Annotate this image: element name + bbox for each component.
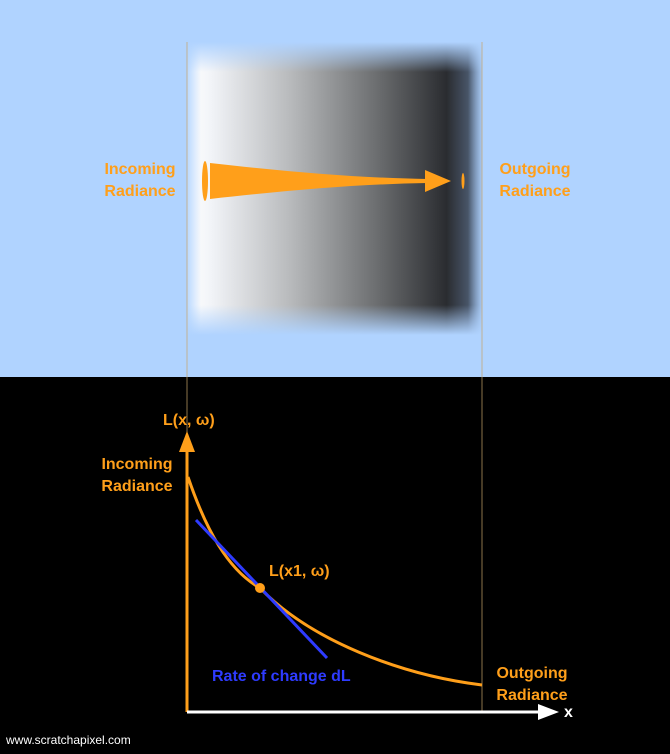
y-axis-arrowhead [179,431,195,452]
outgoing-radiance-label-top: Outgoing Radiance [495,159,575,203]
curve-point-x1 [255,583,265,593]
bottom-panel-background [0,377,670,754]
outgoing-label-plot-line1: Outgoing [496,665,568,682]
outgoing-radiance-label-plot: Outgoing Radiance [492,663,572,707]
tangent-label: Rate of change dL [212,668,351,685]
incoming-radiance-label-plot: Incoming Radiance [97,454,177,498]
y-axis-label: L(x, ω) [163,412,215,429]
x-axis-arrowhead [538,704,559,720]
incoming-label-plot-line2: Radiance [101,478,173,495]
curve-point-label: L(x1, ω) [269,563,330,580]
outgoing-label-top-line2: Radiance [499,183,571,200]
incoming-radiance-label-top: Incoming Radiance [100,159,180,203]
outgoing-label-plot-line2: Radiance [496,687,568,704]
incoming-label-top-line2: Radiance [104,183,176,200]
outgoing-label-top-line1: Outgoing [499,161,571,178]
radiance-beam-arrow [202,161,465,201]
incoming-label-top-line1: Incoming [104,161,176,178]
incoming-label-plot-line1: Incoming [101,456,173,473]
plot-axes [179,431,559,720]
x-axis-label: x [564,704,573,721]
radiance-decay-curve [186,476,483,687]
website-credit: www.scratchapixel.com [6,733,131,747]
